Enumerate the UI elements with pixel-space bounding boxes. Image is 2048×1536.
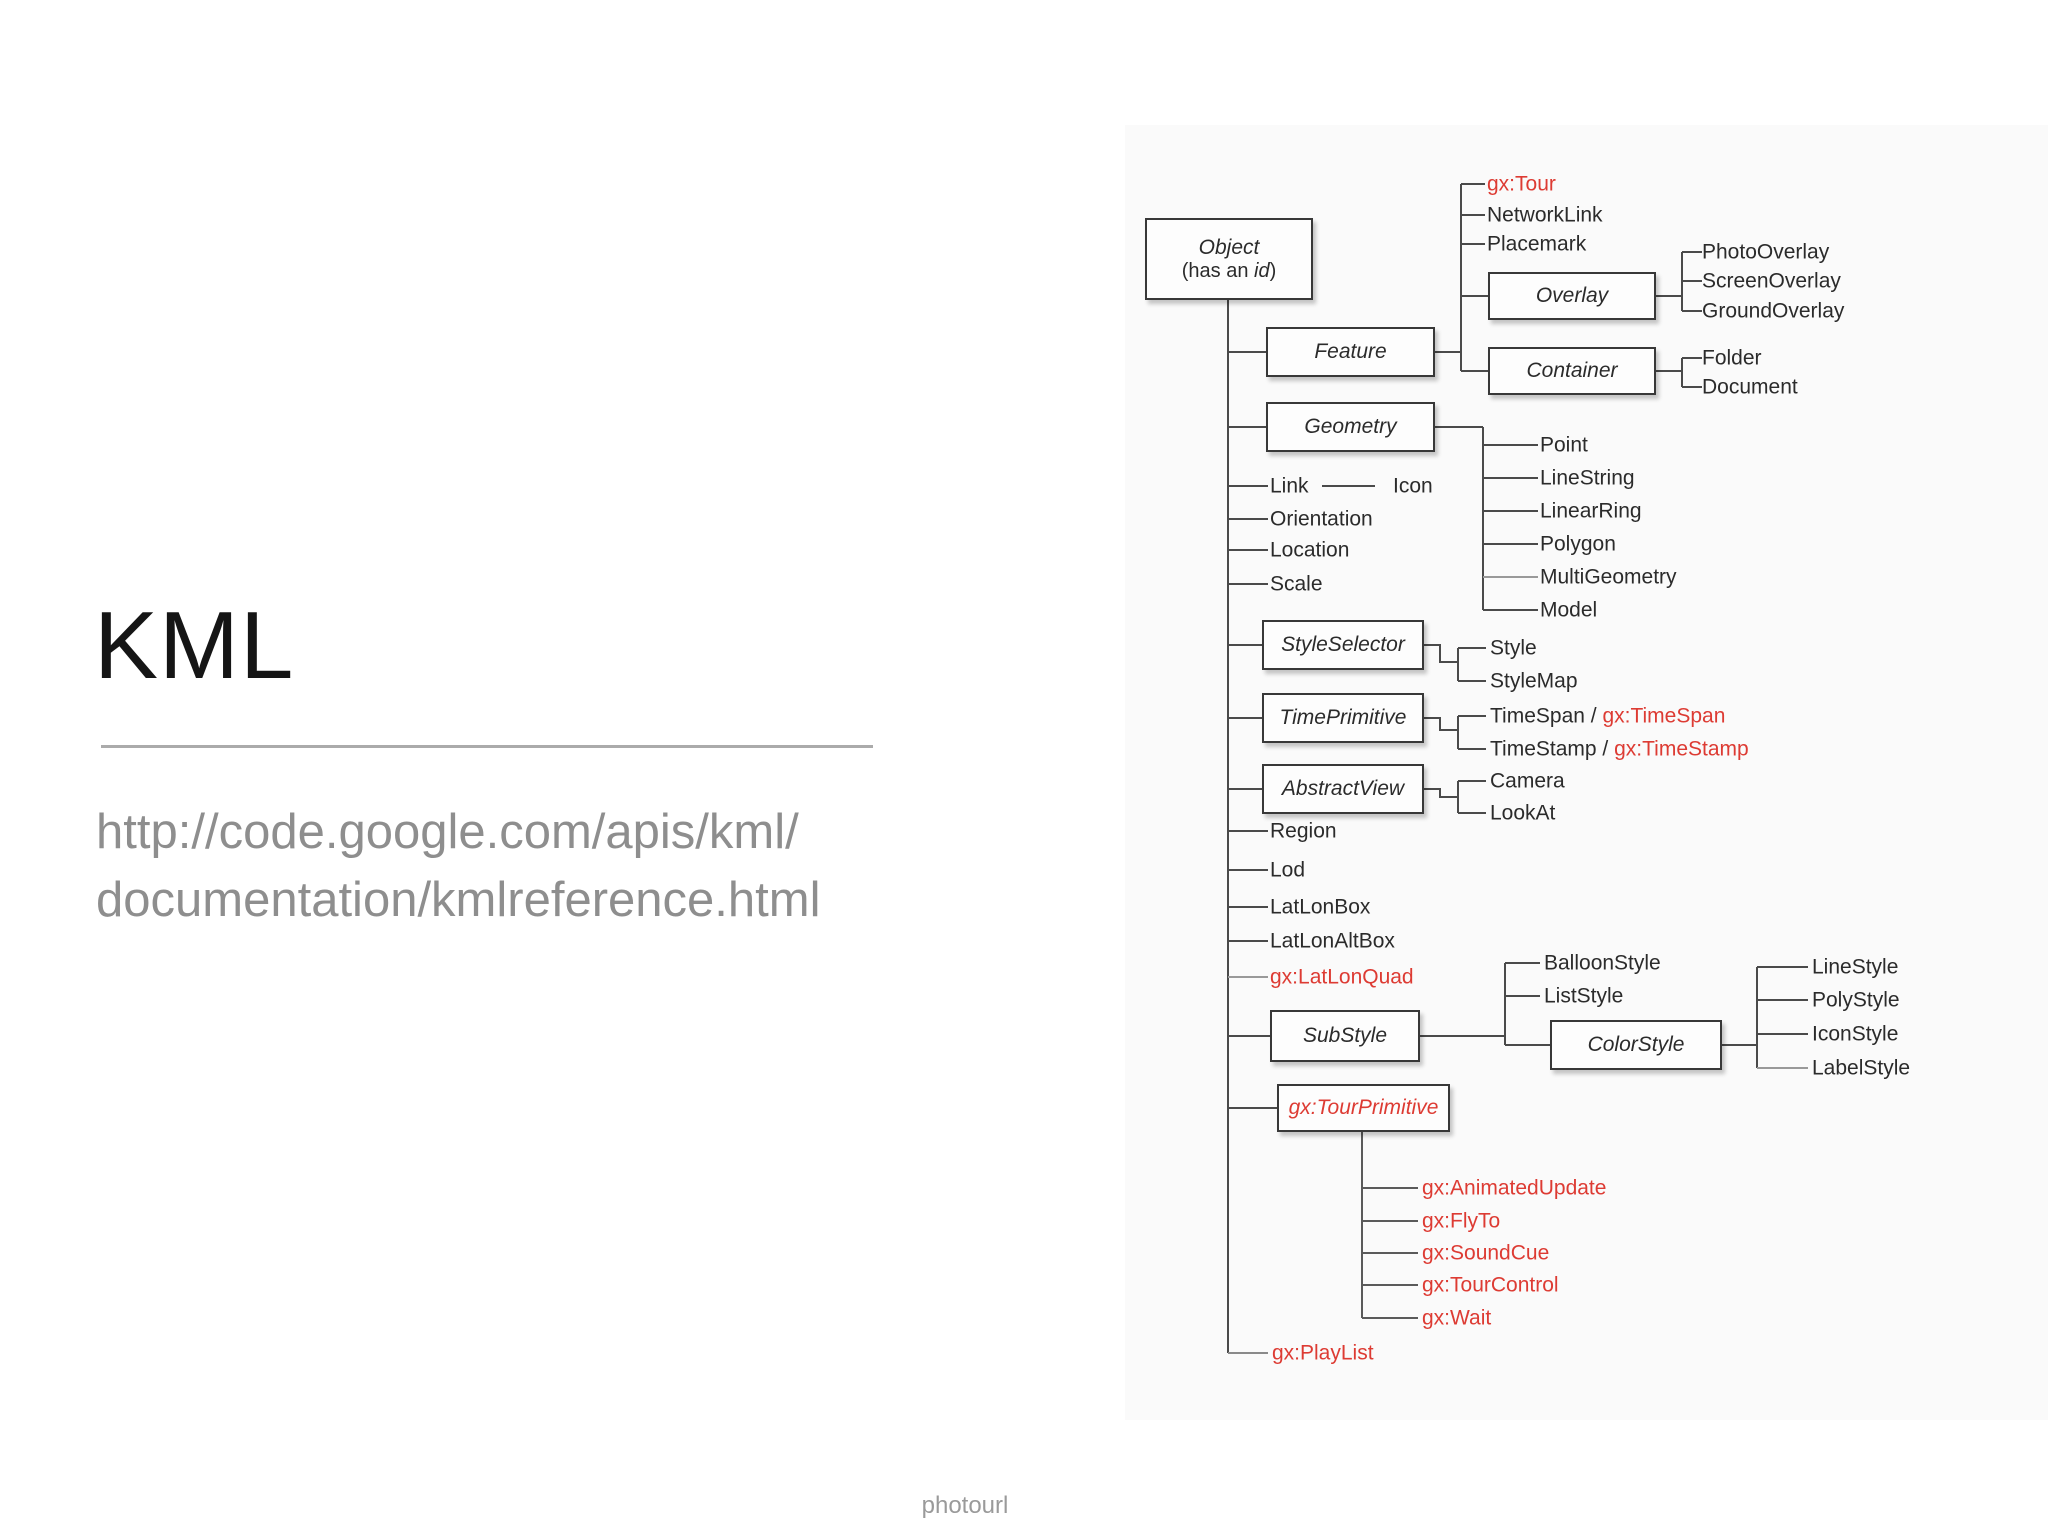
title-divider — [101, 745, 873, 748]
node-box-overlay: Overlay — [1488, 272, 1656, 320]
node-box-timeprimitive: TimePrimitive — [1262, 693, 1424, 743]
colorstyle-branch — [1722, 966, 1808, 1068]
photo-caption: photourl — [921, 1492, 1009, 1519]
node-linearring: LinearRing — [1540, 499, 1642, 523]
node-stylemap: StyleMap — [1490, 669, 1578, 693]
node-gx-timespan: gx:TimeSpan — [1602, 704, 1726, 728]
node-polygon: Polygon — [1540, 532, 1616, 556]
tourprimitive-branch — [1361, 1132, 1418, 1319]
node-timestamp: TimeStamp / gx:TimeStamp — [1490, 737, 1749, 761]
node-gx-wait: gx:Wait — [1422, 1306, 1492, 1330]
node-box-abstractview: AbstractView — [1262, 764, 1424, 814]
geometry-branch — [1435, 426, 1538, 611]
node-camera: Camera — [1490, 769, 1565, 793]
node-gx-latlonquad: gx:LatLonQuad — [1270, 965, 1414, 989]
timeprimitive-branch — [1424, 715, 1486, 750]
feature-branch — [1435, 183, 1488, 372]
node-gx-soundcue: gx:SoundCue — [1422, 1241, 1550, 1265]
node-style: Style — [1490, 636, 1537, 660]
node-scale: Scale — [1270, 572, 1323, 596]
trunk-stubs — [1228, 351, 1277, 1109]
node-linestring: LineString — [1540, 466, 1635, 490]
node-location: Location — [1270, 538, 1350, 562]
node-gx-animatedupdate: gx:AnimatedUpdate — [1422, 1176, 1607, 1200]
node-liststyle: ListStyle — [1544, 984, 1624, 1008]
node-point: Point — [1540, 433, 1588, 457]
node-box-gx-tourprimitive: gx:TourPrimitive — [1277, 1084, 1450, 1132]
node-box-substyle: SubStyle — [1270, 1010, 1420, 1062]
node-iconstyle: IconStyle — [1812, 1022, 1899, 1046]
node-placemark: Placemark — [1487, 232, 1587, 256]
node-timespan: TimeSpan / gx:TimeSpan — [1490, 704, 1726, 728]
styleselector-branch — [1424, 644, 1486, 682]
overlay-branch — [1656, 251, 1702, 312]
object-box-title: Object — [1198, 235, 1260, 259]
page-title: KML — [94, 592, 295, 699]
node-box-object: Object (has an id) — [1145, 218, 1313, 300]
node-box-geometry: Geometry — [1266, 402, 1435, 452]
substyle-branch — [1420, 962, 1550, 1046]
container-branch — [1656, 357, 1702, 388]
node-polystyle: PolyStyle — [1812, 988, 1900, 1012]
node-box-feature: Feature — [1266, 327, 1435, 377]
reference-url: http://code.google.com/apis/kml/ documen… — [96, 798, 820, 934]
node-model: Model — [1540, 598, 1598, 622]
node-gx-timestamp: gx:TimeStamp — [1614, 737, 1749, 761]
node-box-colorstyle: ColorStyle — [1550, 1020, 1722, 1070]
node-orientation: Orientation — [1270, 507, 1373, 531]
abstractview-branch — [1424, 780, 1486, 814]
node-document: Document — [1702, 375, 1798, 399]
node-multigeometry: MultiGeometry — [1540, 565, 1677, 589]
node-icon: Icon — [1393, 474, 1433, 498]
node-labelstyle: LabelStyle — [1812, 1056, 1911, 1080]
node-box-styleselector: StyleSelector — [1262, 620, 1424, 670]
node-gx-flyto: gx:FlyTo — [1422, 1209, 1501, 1233]
node-screenoverlay: ScreenOverlay — [1702, 269, 1841, 293]
node-groundoverlay: GroundOverlay — [1702, 299, 1845, 323]
node-region: Region — [1270, 819, 1337, 843]
node-gx-tourcontrol: gx:TourControl — [1422, 1273, 1559, 1297]
node-latlonbox: LatLonBox — [1270, 895, 1371, 919]
node-box-container: Container — [1488, 347, 1656, 395]
node-link: Link — [1270, 474, 1309, 498]
node-lod: Lod — [1270, 858, 1306, 882]
node-balloonstyle: BalloonStyle — [1544, 951, 1661, 975]
node-lookat: LookAt — [1490, 801, 1556, 825]
node-networklink: NetworkLink — [1487, 203, 1603, 227]
reference-url-line1: http://code.google.com/apis/kml/ — [96, 805, 799, 859]
node-gx-playlist: gx:PlayList — [1272, 1341, 1374, 1365]
node-linestyle: LineStyle — [1812, 955, 1899, 979]
node-latlonaltbox: LatLonAltBox — [1270, 929, 1395, 953]
reference-url-line2: documentation/kmlreference.html — [96, 873, 821, 927]
node-folder: Folder — [1702, 346, 1762, 370]
object-box-subtitle: (has an id) — [1181, 259, 1277, 282]
node-photooverlay: PhotoOverlay — [1702, 240, 1830, 264]
node-gx-tour: gx:Tour — [1487, 172, 1556, 196]
